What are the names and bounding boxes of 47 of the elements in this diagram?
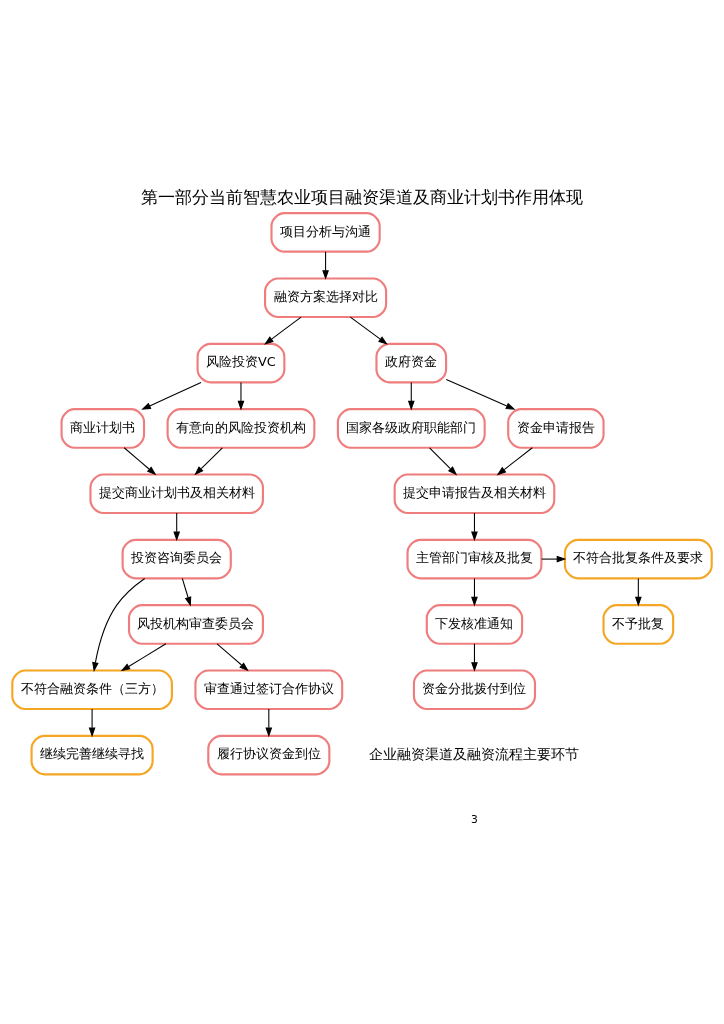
- caption: 企业融资渠道及融资流程主要环节: [369, 745, 580, 762]
- node-box: 继续完善继续寻找: [30, 734, 154, 775]
- arrow: [265, 708, 273, 737]
- arrow: [88, 708, 96, 737]
- arrow: [541, 555, 567, 562]
- arrow: [445, 378, 516, 410]
- node-box: 履行协议资金到位: [207, 734, 331, 775]
- node-box: 不符合批复条件及要求: [563, 538, 713, 579]
- arrow: [120, 642, 167, 671]
- node-box: 资金申请报告: [507, 407, 605, 449]
- arrow: [429, 446, 458, 475]
- node-box: 不符合融资条件（三方）: [11, 668, 173, 710]
- arrow: [471, 642, 478, 672]
- node-box: 提交申请报告及相关材料: [393, 472, 556, 514]
- arrow: [634, 577, 642, 607]
- arrow: [322, 250, 329, 280]
- node-box: 有意向的风险投资机构: [166, 407, 316, 449]
- arrow: [181, 577, 192, 606]
- arrow: [123, 446, 157, 475]
- arrow: [496, 446, 533, 475]
- node-box: 下发核准通知: [425, 603, 524, 645]
- arrow: [349, 316, 388, 345]
- node-box: 资金分批拨付到位: [412, 668, 537, 710]
- arrow: [264, 316, 302, 345]
- node-box: 投资咨询委员会: [121, 538, 232, 579]
- label: 3: [471, 812, 478, 826]
- arrow: [237, 381, 245, 410]
- node-box: 融资方案选择对比: [264, 276, 388, 318]
- node-box: 政府资金: [375, 342, 448, 383]
- arrow: [194, 446, 223, 475]
- arrow: [173, 512, 181, 541]
- arrow: [407, 381, 415, 410]
- arrow: [471, 577, 478, 606]
- node-box: 国家各级政府职能部门: [336, 407, 486, 449]
- node-box: 风投机构审查委员会: [127, 603, 264, 645]
- node-box: 主管部门审核及批复: [406, 538, 543, 579]
- node-box: 提交商业计划书及相关材料: [89, 472, 264, 514]
- node-box: 商业计划书: [60, 407, 146, 449]
- diagram-title: 第一部分当前智慧农业项目融资渠道及商业计划书作用体现: [141, 186, 583, 207]
- node-box: 审查通过签订合作协议: [194, 668, 344, 710]
- node-box: 风险投资VC: [196, 342, 286, 383]
- arrow: [471, 512, 478, 541]
- arrow: [216, 642, 249, 671]
- arrow: [141, 381, 202, 410]
- node-box: 项目分析与沟通: [270, 211, 381, 253]
- node-box: 不予批复: [602, 603, 675, 645]
- arrow: [92, 577, 146, 672]
